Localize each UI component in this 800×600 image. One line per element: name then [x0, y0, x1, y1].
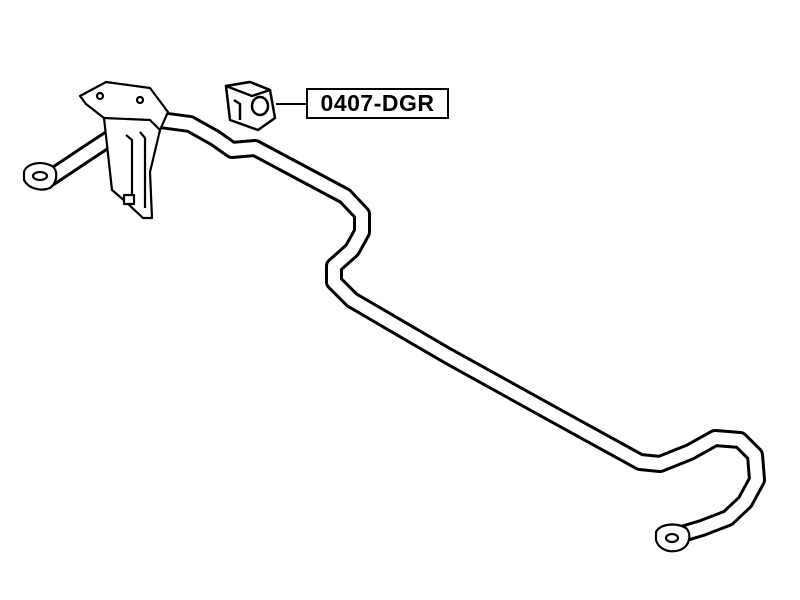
mounting-bracket — [78, 80, 170, 220]
part-number-text: 0407-DGR — [320, 90, 435, 116]
right-end-link — [654, 523, 691, 553]
stabilizer-bar — [41, 111, 766, 546]
part-number-label: 0407-DGR — [306, 88, 449, 119]
left-end-link — [22, 162, 58, 191]
bushing-part — [224, 80, 277, 132]
